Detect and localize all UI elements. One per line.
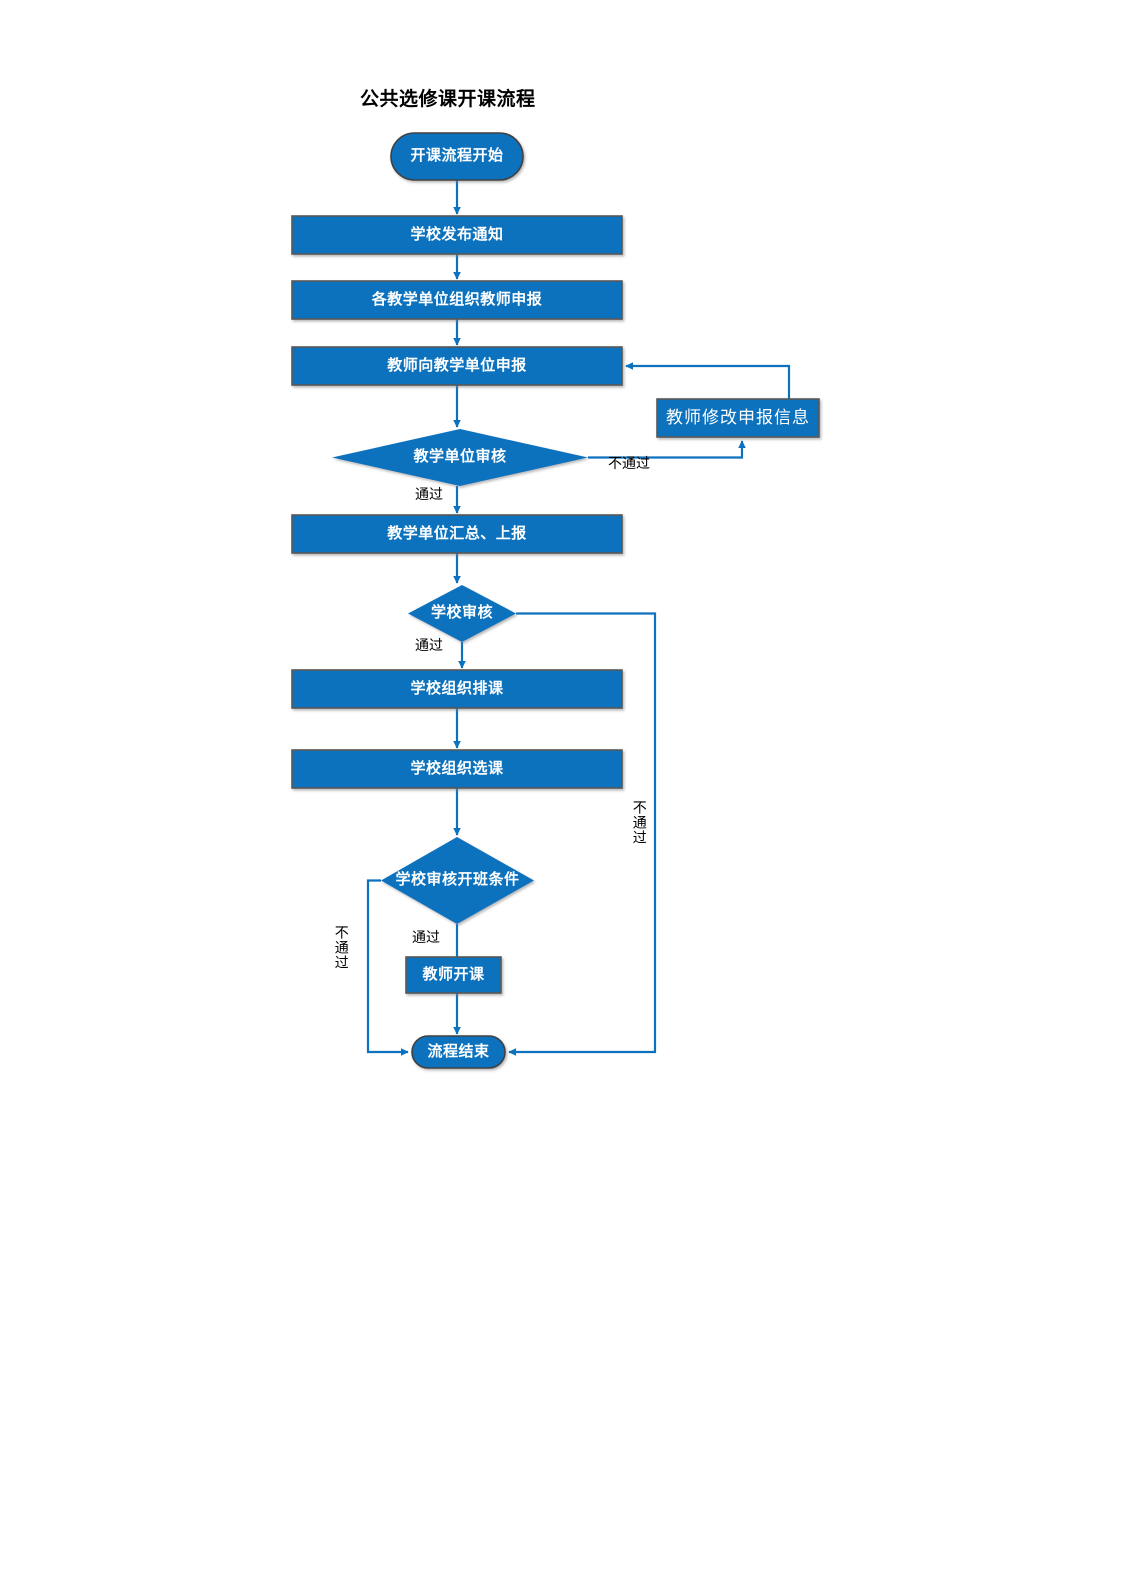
node-shape-organize [291,280,623,320]
node-shape-school-review [408,585,516,642]
node-shape-notice [291,215,623,255]
node-shape-layer [291,132,820,1069]
edge-label-unit-review-fail: 不通过 [608,455,650,471]
node-shape-selection [291,749,623,789]
connector-modify-to-apply [625,362,791,399]
node-shape-start [390,132,524,181]
node-shape-class-cond [381,837,534,924]
node-shape-apply [291,346,623,386]
edge-label-school-review-fail: 不通过 [631,800,648,845]
edge-label-unit-review-pass: 通过 [415,486,443,502]
edge-label-class-cond-pass: 通过 [412,929,440,945]
edge-label-class-cond-fail: 不通过 [333,925,350,970]
node-shape-end [411,1035,506,1069]
connector-layer [366,180,791,1056]
node-shape-unit-report [291,514,623,554]
connector-class-cond-fail [366,879,409,1056]
page-title: 公共选修课开课流程 [360,89,536,110]
node-shape-schedule [291,669,623,709]
node-shape-teach [405,956,502,994]
connector-school-review-fail [508,612,657,1056]
connector-unit-review-fail [588,440,746,459]
node-shape-modify [656,398,820,438]
node-shape-unit-review [332,429,588,486]
edge-label-school-review-pass: 通过 [415,637,443,653]
